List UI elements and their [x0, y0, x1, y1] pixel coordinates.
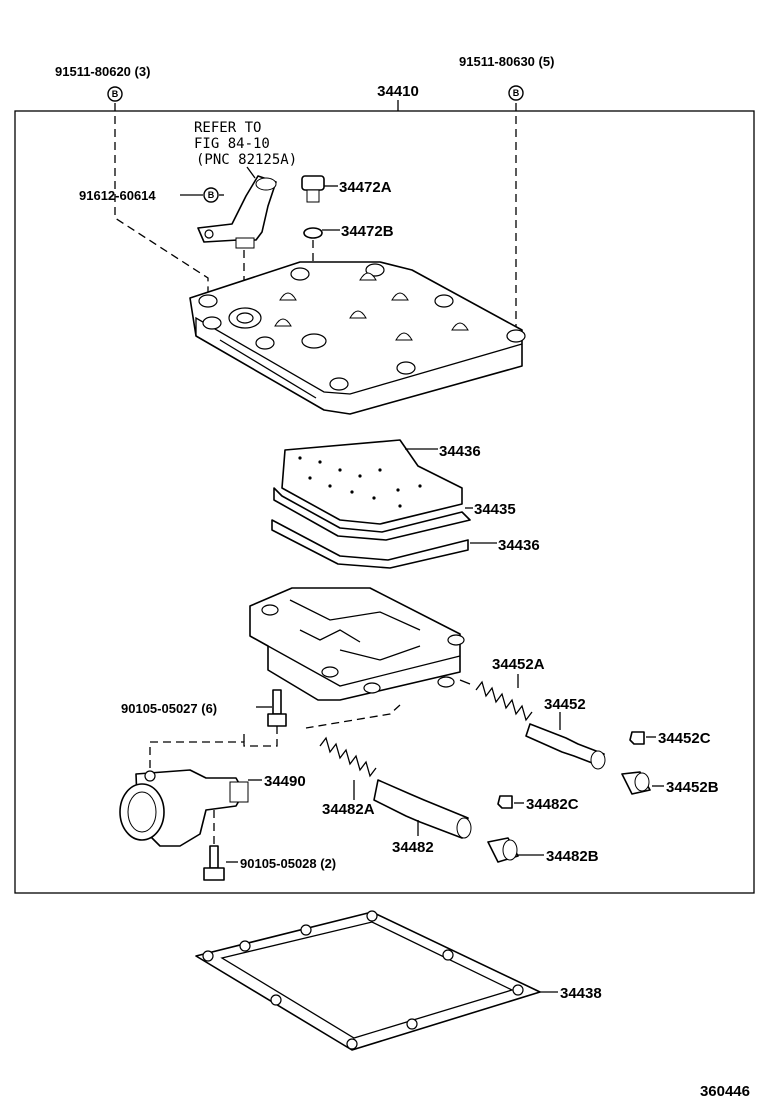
- plug-b-label[interactable]: 34472B: [341, 223, 394, 240]
- valve-34482-label[interactable]: 34482: [392, 839, 434, 856]
- plate-gasket-lower-icon: [271, 519, 469, 569]
- bolt-solenoid-bottom-label[interactable]: 90105-05028 (2): [240, 856, 336, 871]
- valve-34452-icon: [525, 723, 606, 770]
- diagram-id: 360446: [700, 1083, 750, 1100]
- svg-text:B: B: [513, 88, 520, 98]
- refer-note-line3: (PNC 82125A): [196, 152, 297, 168]
- bolt-sensor-badge: B: [203, 187, 219, 203]
- bolt-left-leader: [114, 103, 209, 300]
- refer-note-line2: FIG 84-10: [194, 136, 270, 152]
- plug-34482b-label[interactable]: 34482B: [546, 848, 599, 865]
- plug-34472a-icon: [301, 175, 325, 203]
- refer-note-line1: REFER TO: [194, 120, 261, 136]
- speed-sensor-icon: [197, 175, 277, 249]
- bolt-sensor-label[interactable]: 91612-60614: [79, 188, 156, 203]
- bolt-90105-05028-icon: [203, 845, 225, 881]
- solenoid-34490-icon: [119, 769, 249, 847]
- o-ring-34472b-icon: [303, 227, 323, 239]
- spring-34482a-label[interactable]: 34482A: [322, 801, 375, 818]
- plug-34452b-label[interactable]: 34452B: [666, 779, 719, 796]
- spring-34452a-label[interactable]: 34452A: [492, 656, 545, 673]
- clip-34482c-icon: [497, 795, 513, 809]
- bolt-right-label[interactable]: 91511-80630 (5): [459, 54, 554, 69]
- bolt-90105-05027-icon: [267, 689, 287, 727]
- bolt-right-badge: B: [508, 85, 524, 101]
- valve-34482-icon: [373, 779, 472, 839]
- plate-upper-gasket-label[interactable]: 34436: [439, 443, 481, 460]
- plate-lower-gasket-label[interactable]: 34436: [498, 537, 540, 554]
- pan-gasket-34438-icon: [195, 910, 541, 1051]
- plug-34452b-icon: [621, 771, 651, 795]
- assembly-number-label[interactable]: 34410: [377, 83, 419, 100]
- lower-valve-body-icon: [249, 587, 471, 701]
- plug-34482b-icon: [487, 837, 519, 863]
- solenoid-34490-label[interactable]: 34490: [264, 773, 306, 790]
- spring-34452a-icon: [475, 680, 533, 722]
- upper-valve-body-icon: [189, 261, 526, 415]
- refer-note-leader: [246, 166, 256, 179]
- svg-text:B: B: [208, 190, 215, 200]
- clip-34482c-label[interactable]: 34482C: [526, 796, 579, 813]
- svg-text:B: B: [112, 89, 119, 99]
- plug-a-label[interactable]: 34472A: [339, 179, 392, 196]
- spring-34482a-icon: [319, 736, 377, 778]
- clip-34452c-label[interactable]: 34452C: [658, 730, 711, 747]
- separator-plate-icon: [273, 487, 471, 541]
- separator-plate-label[interactable]: 34435: [474, 501, 516, 518]
- valve-34452-label[interactable]: 34452: [544, 696, 586, 713]
- pan-gasket-label[interactable]: 34438: [560, 985, 602, 1002]
- assembly-frame: [14, 110, 755, 894]
- bolt-left-label[interactable]: 91511-80620 (3): [55, 64, 150, 79]
- clip-34452c-icon: [629, 731, 645, 745]
- bolt-solenoid-top-label[interactable]: 90105-05027 (6): [121, 701, 217, 716]
- bolt-left-badge: B: [107, 86, 123, 102]
